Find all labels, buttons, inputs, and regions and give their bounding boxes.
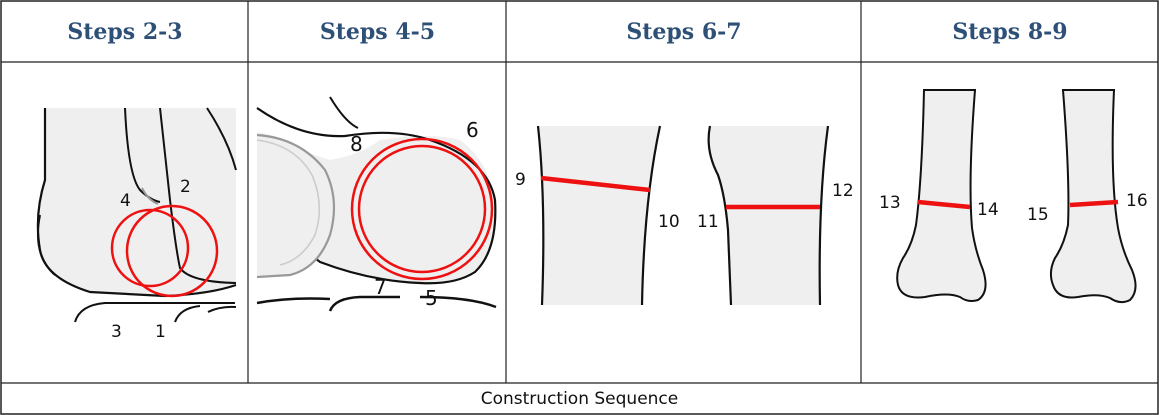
header-steps-8-9: Steps 8-9 bbox=[952, 19, 1068, 45]
point-label: 9 bbox=[515, 170, 526, 190]
point-label: 12 bbox=[832, 181, 854, 201]
marker-line bbox=[1069, 199, 1119, 208]
point-label: 16 bbox=[1126, 191, 1148, 211]
marker-line bbox=[540, 175, 651, 193]
header-steps-2-3: Steps 2-3 bbox=[67, 19, 183, 45]
point-label: 11 bbox=[697, 212, 719, 232]
point-label: 2 bbox=[180, 177, 191, 197]
bone-outline-left bbox=[36, 107, 237, 323]
point-label: 3 bbox=[111, 322, 122, 342]
bone-outline-left bbox=[896, 89, 987, 302]
shaft-outline-left bbox=[536, 125, 662, 306]
marker-line bbox=[917, 199, 971, 210]
header-steps-4-5: Steps 4-5 bbox=[319, 19, 436, 45]
point-label: 14 bbox=[977, 200, 999, 220]
point-label: 13 bbox=[879, 193, 901, 213]
joint-outline bbox=[256, 96, 497, 312]
point-label: 8 bbox=[350, 132, 363, 156]
point-label: 10 bbox=[658, 212, 680, 232]
bone-outline-right bbox=[1049, 89, 1137, 304]
point-label: 7 bbox=[374, 275, 387, 299]
marker-circle bbox=[110, 208, 190, 288]
marker-circle bbox=[357, 144, 487, 274]
point-label: 15 bbox=[1027, 205, 1049, 225]
point-label: 1 bbox=[155, 322, 166, 342]
point-label: 4 bbox=[120, 191, 131, 211]
point-label: 6 bbox=[466, 118, 479, 142]
marker-circle bbox=[125, 204, 219, 298]
point-label: 5 bbox=[425, 286, 438, 310]
shaft-outline-right bbox=[707, 125, 830, 306]
header-steps-6-7: Steps 6-7 bbox=[626, 19, 742, 45]
figure-caption: Construction Sequence bbox=[480, 388, 679, 409]
marker-circle bbox=[350, 137, 494, 281]
